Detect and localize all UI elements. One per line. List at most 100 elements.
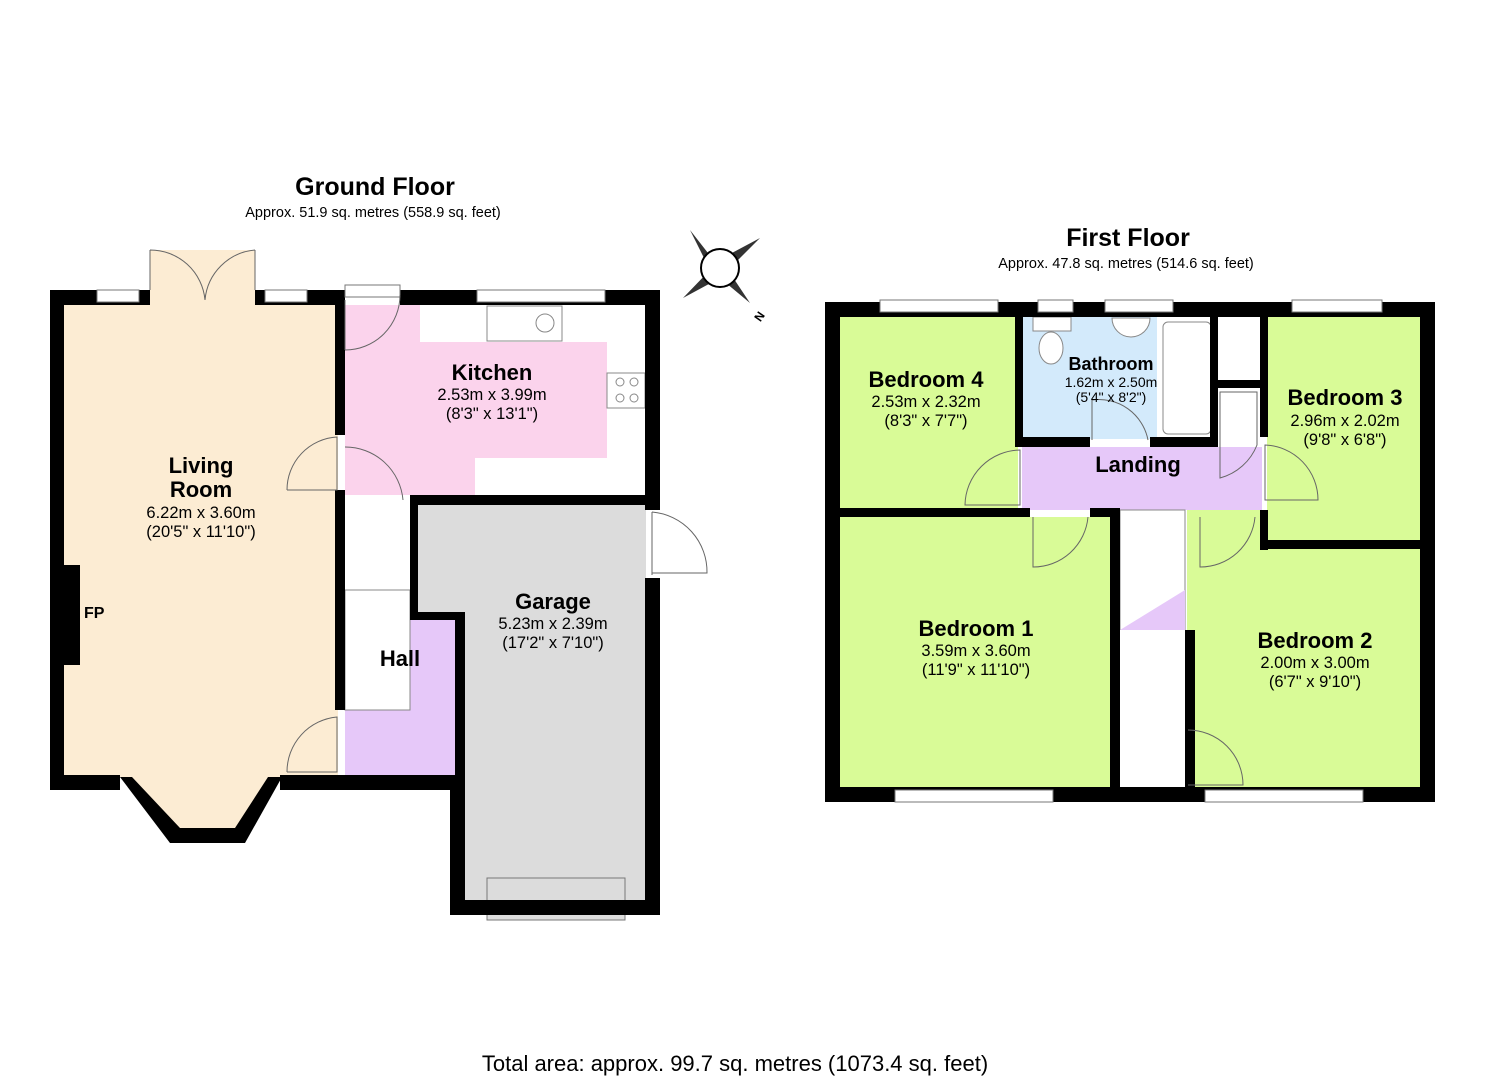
wall — [50, 775, 120, 790]
wall — [335, 490, 345, 710]
window — [1037, 299, 1074, 313]
stairs-landing — [1120, 590, 1185, 630]
bay-wall — [120, 777, 282, 843]
window — [96, 289, 140, 303]
bedroom-2-fill — [1187, 510, 1422, 789]
bedroom-2-name: Bedroom 2 — [1258, 628, 1373, 653]
living-room-imperial: (20'5" x 11'10") — [146, 523, 255, 541]
garage-name: Garage — [515, 589, 591, 614]
landing-fill — [1022, 447, 1262, 510]
wall — [410, 612, 465, 620]
wall — [840, 508, 1030, 517]
window — [879, 299, 999, 313]
wall — [450, 775, 465, 915]
living-room-metric: 6.22m x 3.60m — [146, 504, 255, 522]
bedroom-1-fill — [840, 517, 1113, 789]
bedroom-2-metric: 2.00m x 3.00m — [1260, 654, 1369, 672]
living-room-name: Room — [170, 477, 232, 502]
window — [1104, 299, 1174, 313]
wall — [1110, 508, 1120, 788]
wall — [410, 495, 660, 505]
kitchen-fill — [345, 305, 607, 495]
window — [1291, 299, 1383, 313]
french-door[interactable] — [149, 249, 256, 301]
first-floor-title: First Floor — [1066, 224, 1190, 252]
total-area: Total area: approx. 99.7 sq. metres (107… — [482, 1051, 988, 1076]
wall — [1210, 317, 1218, 447]
sink-icon — [535, 313, 555, 333]
hob-ring-icon — [629, 377, 639, 387]
wall — [1185, 630, 1195, 788]
hob-unit — [606, 372, 646, 409]
bedroom-4-door[interactable] — [964, 449, 1021, 506]
living-room-name: Living — [169, 453, 234, 478]
cupboard — [1215, 317, 1267, 382]
wall — [645, 578, 660, 915]
wall — [825, 302, 840, 802]
cistern — [1032, 316, 1072, 332]
compass-north-label: N — [751, 309, 767, 324]
hob-ring-icon — [615, 377, 625, 387]
wall — [1015, 437, 1090, 447]
bathroom-imperial: (5'4" x 8'2") — [1076, 389, 1147, 405]
ground-floor-plan: Ground Floor Approx. 51.9 sq. metres (55… — [50, 173, 708, 921]
window — [476, 289, 606, 303]
bathroom-metric: 1.62m x 2.50m — [1065, 374, 1158, 390]
first-floor-plan: First Floor Approx. 47.8 sq. metres (514… — [825, 224, 1435, 803]
bedroom-2-imperial: (6'7" x 9'10") — [1269, 673, 1361, 691]
wall — [335, 305, 345, 435]
kitchen-metric: 2.53m x 3.99m — [437, 386, 546, 404]
hall-stairs — [344, 589, 411, 711]
bedroom-3-door[interactable] — [1264, 444, 1319, 501]
shower-tray — [1162, 321, 1212, 435]
first-floor-area: Approx. 47.8 sq. metres (514.6 sq. feet) — [998, 256, 1254, 272]
wall — [410, 495, 418, 615]
compass-rose-icon: N — [683, 230, 768, 324]
kitchen-door[interactable] — [344, 446, 404, 501]
wall — [1260, 317, 1268, 437]
window — [894, 789, 1054, 803]
fireplace — [64, 565, 80, 665]
window — [344, 284, 401, 298]
wall — [1260, 510, 1268, 550]
garage-side-door[interactable] — [651, 511, 708, 575]
front-door-living[interactable] — [286, 716, 338, 773]
bedroom-3-imperial: (9'8" x 6'8") — [1303, 431, 1386, 449]
bedroom-2-cupboard-door[interactable] — [1187, 729, 1244, 786]
bathroom-door[interactable] — [1091, 399, 1149, 441]
bedroom-4-imperial: (8'3" x 7'7") — [884, 412, 967, 430]
kitchen-sink-unit — [486, 305, 563, 342]
living-room-door[interactable] — [286, 436, 338, 491]
basin-icon — [1111, 317, 1151, 338]
bedroom-3-metric: 2.96m x 2.02m — [1290, 412, 1399, 430]
bedroom-4-name: Bedroom 4 — [869, 367, 985, 392]
cupboard-door[interactable] — [1219, 391, 1258, 479]
bedroom-4-metric: 2.53m x 2.32m — [871, 393, 980, 411]
bedroom-2-door[interactable] — [1199, 516, 1256, 568]
wall — [1015, 317, 1023, 447]
wall — [450, 900, 660, 915]
wall — [50, 290, 64, 790]
wall — [280, 775, 465, 790]
kitchen-back-door[interactable] — [344, 294, 401, 351]
wall — [1260, 540, 1422, 549]
hall-name: Hall — [380, 646, 420, 671]
wall — [645, 290, 660, 510]
hob-ring-icon — [629, 393, 639, 403]
garage-imperial: (17'2" x 7'10") — [502, 634, 603, 652]
ground-floor-area: Approx. 51.9 sq. metres (558.9 sq. feet) — [245, 205, 501, 221]
wall — [1090, 508, 1120, 517]
wall — [455, 612, 465, 915]
bedroom-1-door[interactable] — [1032, 516, 1089, 568]
wall — [1218, 380, 1268, 388]
window — [264, 289, 308, 303]
bathroom-name: Bathroom — [1069, 354, 1154, 374]
window — [1204, 789, 1364, 803]
toilet-icon — [1038, 331, 1064, 365]
void — [1120, 630, 1185, 788]
bedroom-1-name: Bedroom 1 — [919, 616, 1034, 641]
wall — [1420, 302, 1435, 802]
bedroom-1-metric: 3.59m x 3.60m — [921, 642, 1030, 660]
bedroom-3-fill — [1267, 317, 1422, 542]
